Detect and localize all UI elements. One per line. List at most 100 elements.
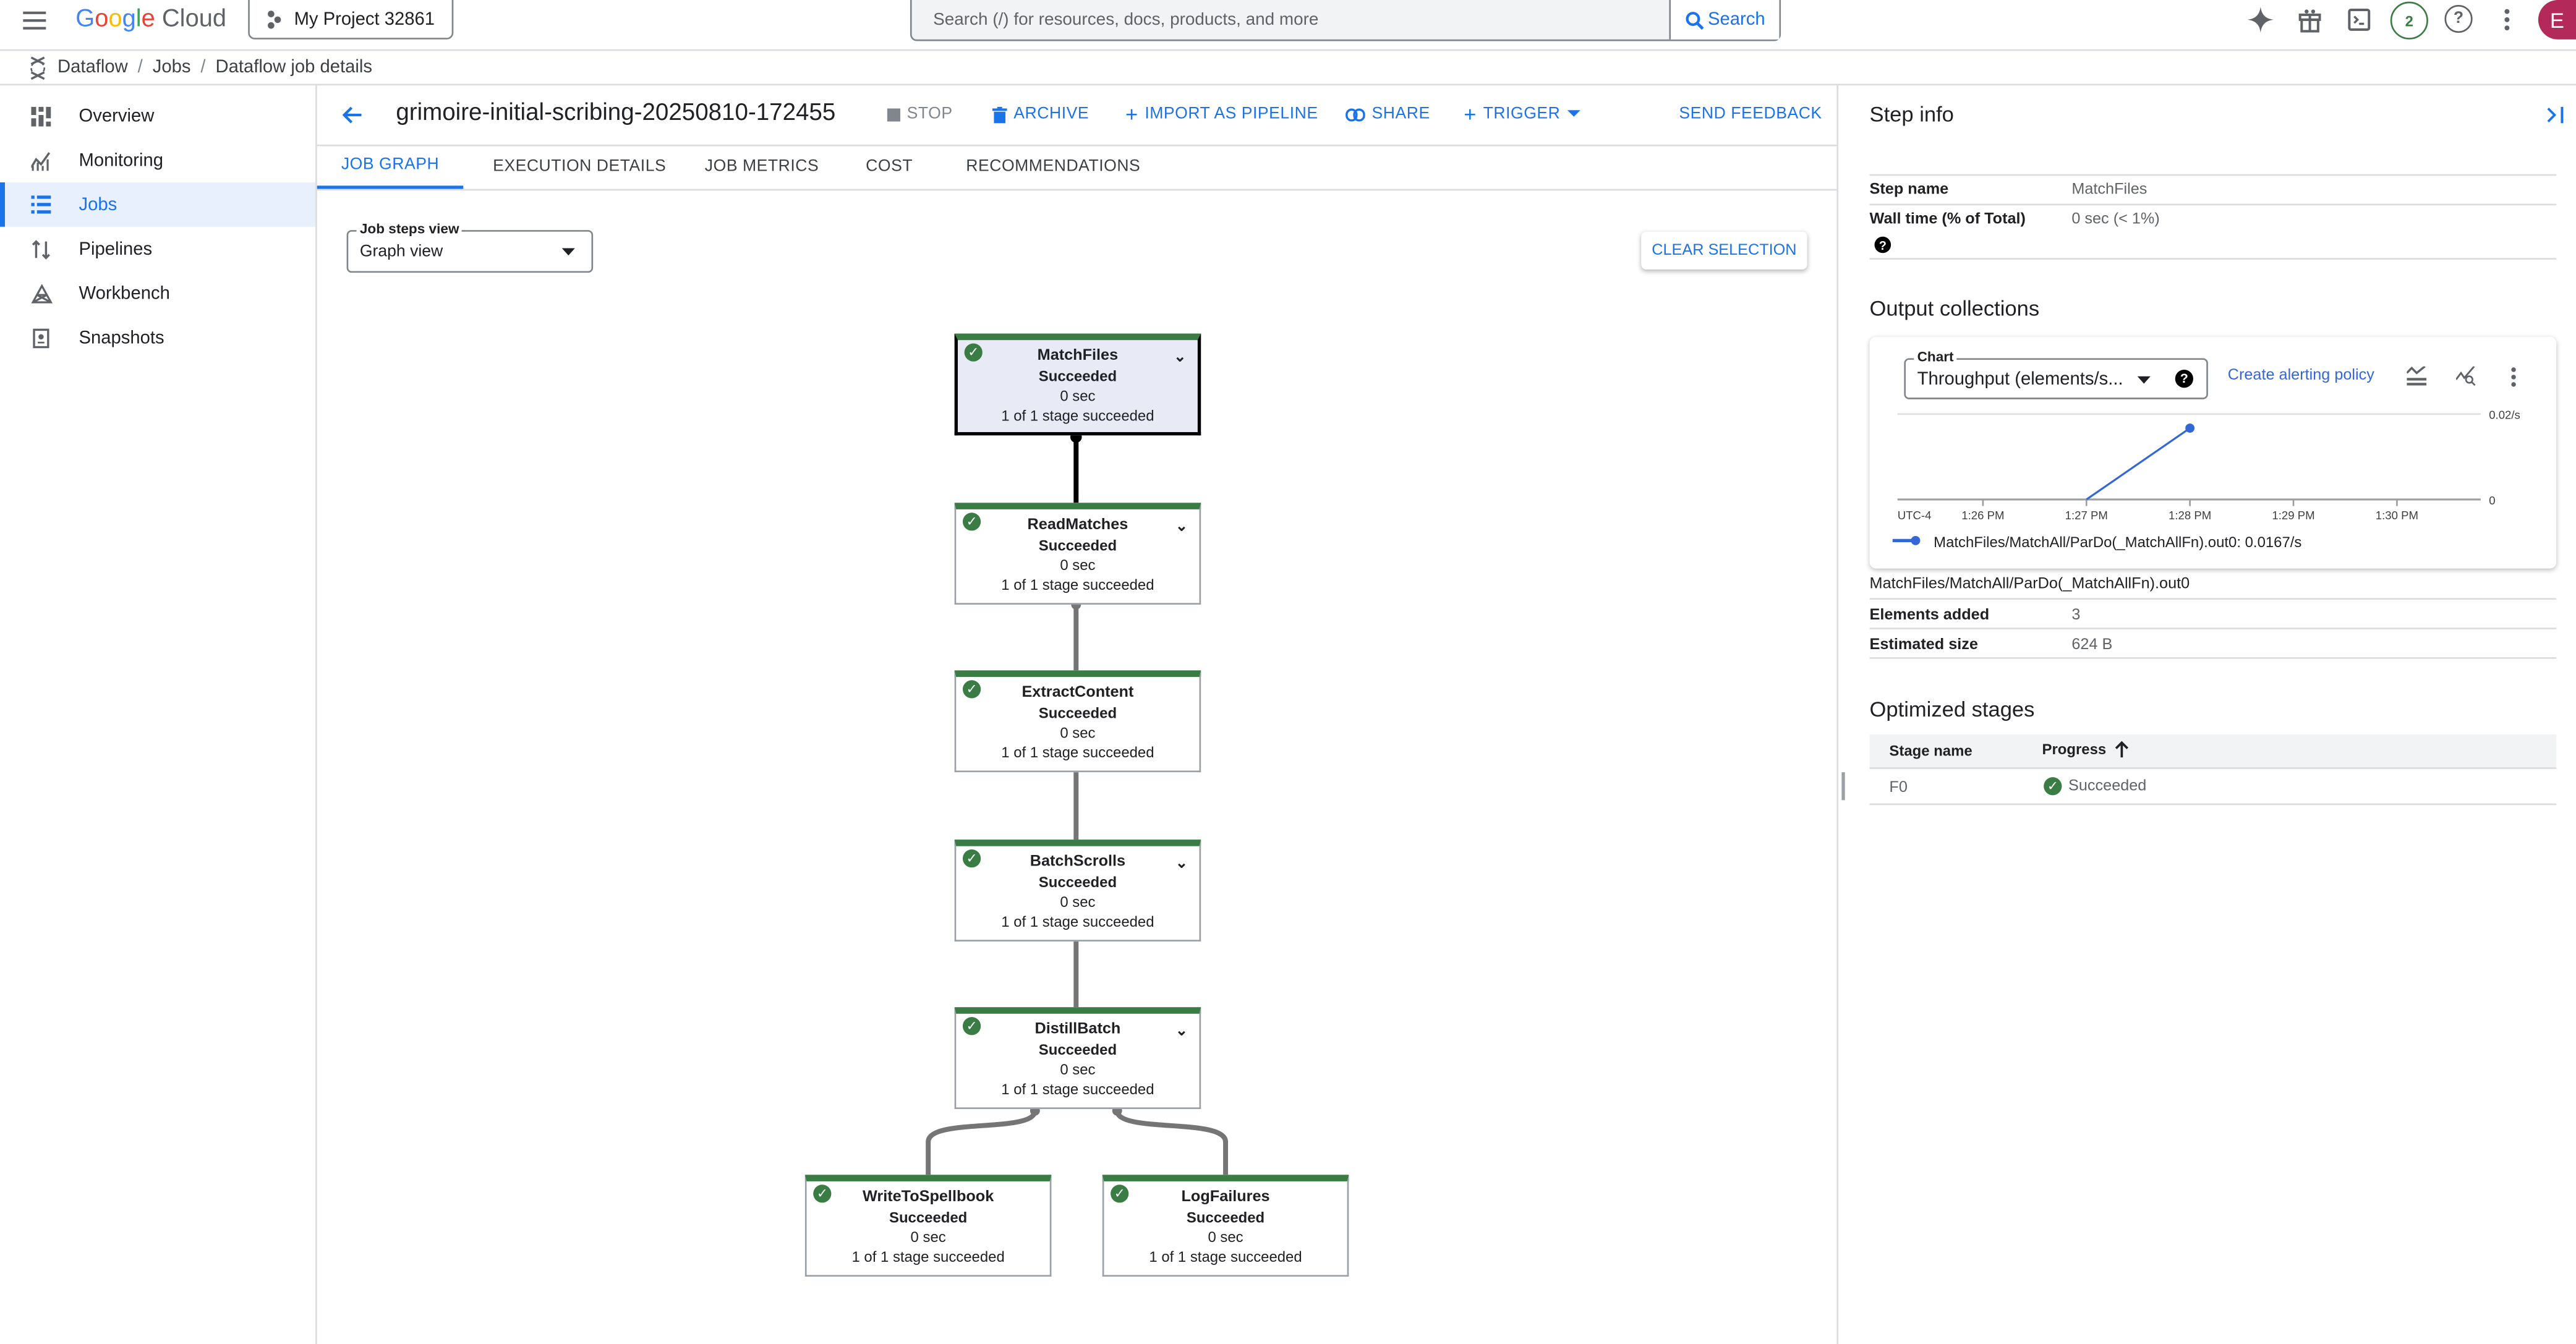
create-alerting-policy-link[interactable]: Create alerting policy [2227,366,2374,385]
x-tick-label: 1:26 PM [1961,509,2004,522]
job-steps-view-select[interactable]: Job steps view Graph view [346,220,594,273]
expand-chevron-icon[interactable]: ⌄ [1174,348,1187,365]
node-time: 0 sec [1060,893,1096,911]
wall-time-value: 0 sec (< 1%) [2071,210,2160,229]
legend-series-name: MatchFiles/MatchAll/ParDo(_MatchAllFn).o… [1934,534,2237,551]
hamburger-menu-icon[interactable] [20,7,49,33]
sidebar-item-snapshots[interactable]: Snapshots [0,315,315,360]
stage-name-column-header[interactable]: Stage name [1889,742,1973,759]
sidebar-item-pipelines[interactable]: Pipelines [0,227,315,271]
job-steps-view-label: Job steps view [356,220,463,237]
progress-column-header[interactable]: Progress [2042,741,2130,758]
collection-name: MatchFiles/MatchAll/ParDo(_MatchAllFn).o… [1869,575,2190,593]
tab-recommendations[interactable]: RECOMMENDATIONS [966,145,1140,189]
row-divider [1869,258,2557,260]
send-feedback-button[interactable]: SEND FEEDBACK [1679,105,1822,123]
chart-help-icon[interactable]: ? [2175,369,2193,388]
panel-resize-handle[interactable] [1841,772,1845,801]
header-divider [317,144,1837,147]
wall-time-help-icon[interactable]: ? [1874,236,1891,253]
chart-more-options-icon[interactable] [2506,363,2522,389]
sidebar-item-monitoring[interactable]: Monitoring [0,138,315,182]
archive-button[interactable]: ARCHIVE [992,105,1089,123]
stage-row[interactable]: F0 ✓ Succeeded [1869,769,2557,806]
account-avatar[interactable]: E [2538,0,2576,40]
sidebar-item-overview[interactable]: Overview [0,93,315,138]
node-name: ReadMatches [1027,516,1128,534]
sidebar-label: Overview [79,106,155,126]
import-as-pipeline-button[interactable]: + IMPORT AS PIPELINE [1125,103,1318,124]
progress-column-label: Progress [2042,741,2107,758]
success-check-icon: ✓ [962,849,981,868]
sidebar-item-workbench[interactable]: Workbench [0,271,315,316]
tab-job-graph[interactable]: JOB GRAPH [317,145,464,189]
edge-distillbatch-writetospellbook [926,1110,1038,1175]
cloud-shell-terminal-icon[interactable] [2344,5,2374,35]
chart-metric-select[interactable]: Chart Throughput (elements/s... ? [1904,348,2208,399]
success-check-icon: ✓ [2044,777,2062,796]
sidebar-label: Workbench [79,283,170,304]
stop-icon [887,108,900,121]
stop-label: STOP [906,105,953,124]
node-status: Succeeded [889,1209,968,1226]
expand-chevron-icon[interactable]: ⌄ [1175,1022,1188,1039]
explore-metrics-icon[interactable] [2454,365,2477,388]
estimated-size-label: Estimated size [1869,636,1978,654]
x-tick-label: 1:29 PM [2272,509,2314,522]
node-stages: 1 of 1 stage succeeded [851,1248,1005,1265]
google-cloud-logo[interactable]: Google Cloud [75,4,227,33]
y-tick-label: 0 [2489,494,2495,507]
clear-selection-button[interactable]: CLEAR SELECTION [1641,232,1807,270]
expand-chevron-icon[interactable]: ⌄ [1175,854,1188,871]
gemini-sparkle-icon[interactable] [2246,5,2275,35]
sidebar-label: Pipelines [79,239,153,259]
gift-icon[interactable] [2295,5,2325,35]
node-stages: 1 of 1 stage succeeded [1001,744,1154,761]
workbench-icon [30,282,53,305]
plus-icon: + [1464,101,1477,126]
import-label: IMPORT AS PIPELINE [1145,105,1318,124]
stop-button[interactable]: STOP [887,105,953,123]
trash-icon [992,106,1007,122]
help-icon[interactable]: ? [2444,4,2473,33]
node-status: Succeeded [1038,368,1117,385]
jobs-list-icon [30,193,53,216]
row-divider [1869,174,2557,176]
success-check-icon: ✓ [964,343,983,362]
tab-cost[interactable]: COST [866,145,913,189]
tab-execution-details[interactable]: EXECUTION DETAILS [493,145,666,189]
tab-job-metrics[interactable]: JOB METRICS [705,145,819,189]
notifications-badge[interactable]: 2 [2390,1,2428,40]
breadcrumb-dataflow[interactable]: Dataflow [57,57,128,77]
share-button[interactable]: SHARE [1346,105,1430,123]
project-picker-button[interactable]: My Project 32861 [248,0,454,40]
collapse-panel-icon[interactable] [2541,102,2568,129]
success-check-icon: ✓ [1111,1185,1129,1203]
x-tick-label: 1:27 PM [2065,509,2108,522]
search-button[interactable]: Search [1669,0,1780,40]
breadcrumb-jobs[interactable]: Jobs [152,57,191,77]
more-options-icon[interactable] [2497,5,2517,35]
throughput-chart-card: Chart Throughput (elements/s... ? Create… [1870,337,2557,569]
back-arrow-icon[interactable] [337,100,367,130]
chart-select-label: Chart [1914,348,1957,365]
expand-chevron-icon[interactable]: ⌄ [1175,517,1188,534]
sidebar-item-jobs[interactable]: Jobs [0,182,316,227]
timezone-label: UTC-4 [1898,509,1932,522]
trigger-button[interactable]: + TRIGGER [1464,101,1580,126]
search-input[interactable]: Search (/) for resources, docs, products… [933,9,1319,30]
chart-legend-toggle-icon[interactable] [2405,365,2428,388]
node-status: Succeeded [1186,1209,1265,1226]
search-bar[interactable]: Search (/) for resources, docs, products… [910,0,1781,41]
legend-value: 0.0167/s [2245,534,2302,551]
data-point [2185,423,2195,433]
stage-name: F0 [1889,778,1908,797]
